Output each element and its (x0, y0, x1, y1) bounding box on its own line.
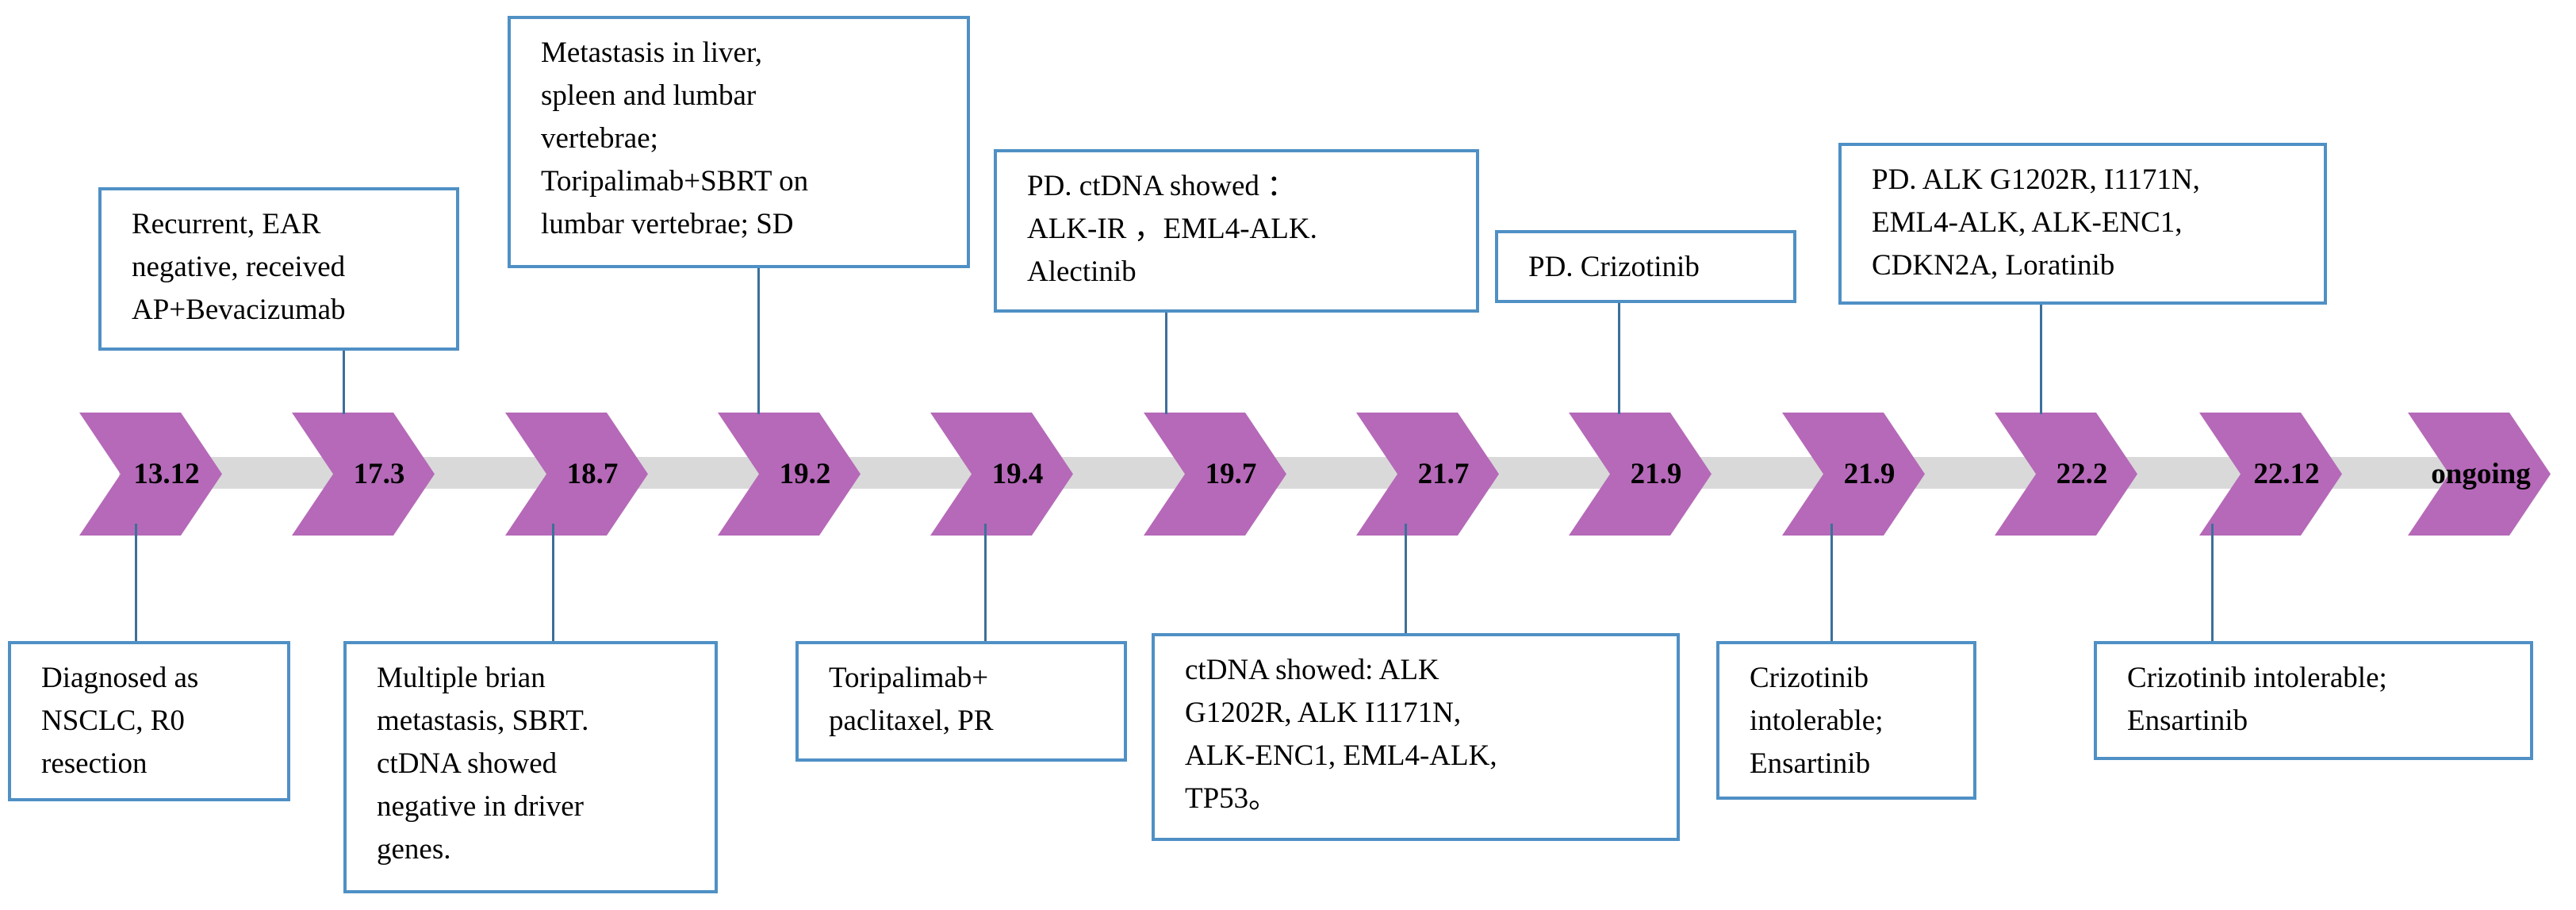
connector-line (552, 524, 554, 643)
timeline-point-label: 21.7 (1417, 458, 1470, 490)
timeline-point-11: 22.12 (2199, 413, 2342, 536)
connector-line (1618, 301, 1620, 414)
timeline-point-label: 19.4 (991, 458, 1044, 490)
connector-line (984, 524, 987, 643)
event-box-ctdna: ctDNA showed: ALK G1202R, ALK I1171N, AL… (1152, 633, 1680, 841)
timeline-band (119, 457, 2498, 489)
event-box-toripalimab: Toripalimab+ paclitaxel, PR (795, 641, 1127, 762)
connector-line (343, 349, 345, 414)
timeline-point-label: 21.9 (1630, 458, 1682, 490)
connector-line (1405, 524, 1407, 635)
timeline-point-label: 13.12 (133, 458, 200, 490)
event-box-crizotinib: PD. Crizotinib (1495, 230, 1796, 303)
event-box-ensartinib: Crizotinib intolerable; Ensartinib (1716, 641, 1976, 800)
connector-line (757, 267, 760, 414)
event-box-brain-metastasis: Multiple brian metastasis, SBRT. ctDNA s… (343, 641, 718, 893)
event-box-liver-metastasis: Metastasis in liver, spleen and lumbar v… (508, 16, 970, 268)
event-box-alectinib: PD. ctDNA showed ： ALK-IR ，EML4-ALK. Ale… (994, 149, 1479, 313)
timeline-point-5: 19.4 (930, 413, 1073, 536)
timeline-point-7: 21.7 (1356, 413, 1499, 536)
connector-line (1830, 524, 1833, 643)
timeline-point-label: 19.7 (1205, 458, 1257, 490)
timeline-point-10: 22.2 (1995, 413, 2137, 536)
timeline-point-label: 17.3 (353, 458, 405, 490)
connector-line (2211, 524, 2214, 643)
timeline-point-1: 13.12 (79, 413, 222, 536)
connector-line (135, 524, 137, 643)
connector-line (2040, 303, 2042, 414)
timeline-point-label: ongoing (2431, 458, 2531, 490)
event-box-loratinib: PD. ALK G1202R, I1171N, EML4-ALK, ALK-EN… (1838, 143, 2327, 305)
timeline-point-8: 21.9 (1569, 413, 1712, 536)
timeline-point-2: 17.3 (292, 413, 435, 536)
connector-line (1165, 311, 1167, 414)
timeline-point-3: 18.7 (505, 413, 648, 536)
timeline-point-label: 21.9 (1843, 458, 1896, 490)
timeline-point-6: 19.7 (1144, 413, 1286, 536)
timeline-point-label: 19.2 (779, 458, 831, 490)
timeline-point-9: 21.9 (1782, 413, 1925, 536)
event-box-diagnosis: Diagnosed as NSCLC, R0 resection (8, 641, 290, 801)
timeline-point-12: ongoing (2408, 413, 2551, 536)
timeline-point-label: 18.7 (566, 458, 619, 490)
timeline-point-label: 22.12 (2253, 458, 2320, 490)
timeline-point-label: 22.2 (2056, 458, 2108, 490)
event-box-recurrence: Recurrent, EAR negative, received AP+Bev… (98, 187, 459, 351)
event-box-ensartinib-2: Crizotinib intolerable; Ensartinib (2094, 641, 2533, 760)
timeline-point-4: 19.2 (718, 413, 861, 536)
